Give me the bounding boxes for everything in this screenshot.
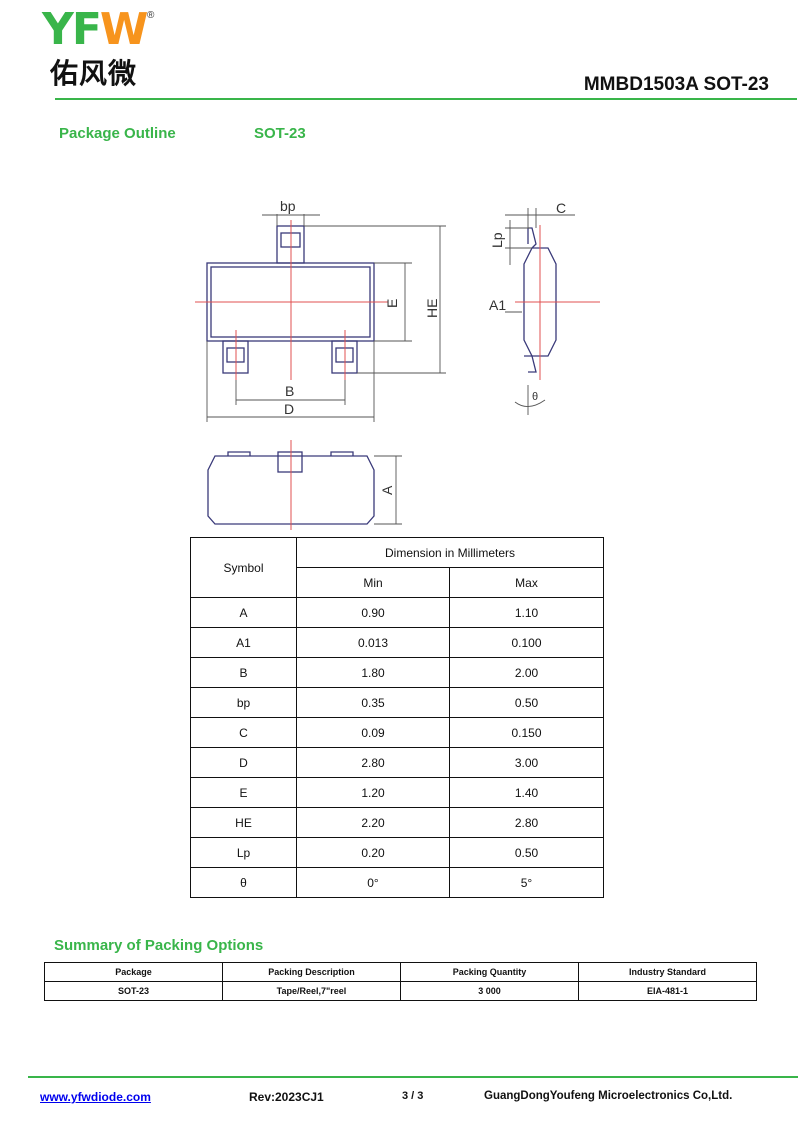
min-header: Min: [296, 567, 450, 598]
header-rule: [55, 98, 797, 100]
symbol-header: Symbol: [190, 537, 297, 598]
label-he: HE: [424, 299, 440, 318]
label-a: A: [379, 485, 395, 495]
label-e: E: [384, 299, 400, 308]
header-industry-standard: Industry Standard: [578, 962, 757, 982]
cell-packing-description: Tape/Reel,7"reel: [222, 981, 401, 1001]
cell-max: 3.00: [449, 747, 604, 778]
cell-max: 2.00: [449, 657, 604, 688]
packing-options-heading: Summary of Packing Options: [54, 937, 264, 954]
header-packing-quantity: Packing Quantity: [400, 962, 579, 982]
label-b: B: [285, 383, 294, 399]
cell-min: 1.20: [296, 777, 450, 808]
cell-symbol: A1: [190, 627, 297, 658]
cell-max: 1.40: [449, 777, 604, 808]
cell-max: 1.10: [449, 597, 604, 628]
label-a1: A1: [489, 297, 506, 313]
package-outline-drawing: bp E HE B D C Lp A1 θ A: [195, 198, 600, 530]
cell-symbol: B: [190, 657, 297, 688]
page-number: 3 / 3: [402, 1090, 424, 1102]
cell-min: 1.80: [296, 657, 450, 688]
cell-max: 0.50: [449, 837, 604, 868]
cell-packing-quantity: 3 000: [400, 981, 579, 1001]
dimensions-table: Symbol Dimension in Millimeters Min Max …: [190, 537, 604, 898]
label-lp: Lp: [489, 232, 505, 248]
cell-max: 0.150: [449, 717, 604, 748]
package-outline-heading: Package Outline: [59, 125, 176, 142]
cell-max: 5°: [449, 867, 604, 898]
cell-symbol: E: [190, 777, 297, 808]
cell-max: 2.80: [449, 807, 604, 838]
logo: YFW: [42, 4, 148, 55]
cell-symbol: C: [190, 717, 297, 748]
website-link[interactable]: www.yfwdiode.com: [40, 1090, 151, 1104]
footer-rule: [28, 1076, 798, 1078]
company-name: GuangDongYoufeng Microelectronics Co,Ltd…: [484, 1090, 733, 1102]
registered-mark: ®: [147, 10, 155, 21]
table-header-row: Package Packing Description Packing Quan…: [44, 962, 757, 982]
cell-min: 0.09: [296, 717, 450, 748]
cell-max: 0.50: [449, 687, 604, 718]
document-title: MMBD1503A SOT-23: [583, 74, 769, 95]
label-bp: bp: [280, 198, 296, 214]
cell-symbol: θ: [190, 867, 297, 898]
cell-industry-standard: EIA-481-1: [578, 981, 757, 1001]
packing-table: Package Packing Description Packing Quan…: [44, 962, 757, 1001]
cell-symbol: D: [190, 747, 297, 778]
cell-min: 0.35: [296, 687, 450, 718]
header-packing-description: Packing Description: [222, 962, 401, 982]
revision: Rev:2023CJ1: [249, 1090, 324, 1104]
package-type-heading: SOT-23: [254, 125, 306, 142]
max-header: Max: [449, 567, 604, 598]
cell-package: SOT-23: [44, 981, 223, 1001]
logo-chinese: 佑风微: [50, 57, 138, 90]
cell-min: 0°: [296, 867, 450, 898]
cell-min: 0.013: [296, 627, 450, 658]
cell-min: 0.20: [296, 837, 450, 868]
label-d: D: [284, 401, 294, 417]
cell-symbol: bp: [190, 687, 297, 718]
dimension-group-header: Dimension in Millimeters: [296, 537, 604, 568]
table-row: SOT-23 Tape/Reel,7"reel 3 000 EIA-481-1: [44, 981, 757, 1001]
label-c: C: [556, 200, 566, 216]
label-theta: θ: [532, 391, 538, 403]
cell-min: 2.80: [296, 747, 450, 778]
cell-min: 0.90: [296, 597, 450, 628]
cell-min: 2.20: [296, 807, 450, 838]
header-package: Package: [44, 962, 223, 982]
cell-max: 0.100: [449, 627, 604, 658]
cell-symbol: A: [190, 597, 297, 628]
cell-symbol: HE: [190, 807, 297, 838]
cell-symbol: Lp: [190, 837, 297, 868]
